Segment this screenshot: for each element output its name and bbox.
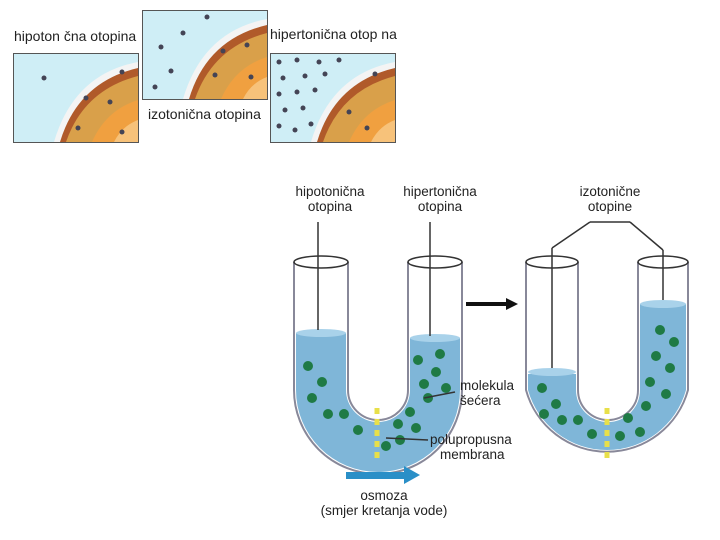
isotonic-panel bbox=[142, 10, 268, 100]
hypertonic-label: hipertonična otop na bbox=[270, 26, 397, 42]
process-arrow bbox=[466, 298, 518, 310]
osmosis-arrow bbox=[346, 466, 420, 484]
hypotonic-panel bbox=[13, 53, 139, 143]
sugar-molecule-label: molekula šećera bbox=[460, 378, 515, 408]
hypertonic-panel bbox=[270, 53, 396, 143]
membrane-label: polupropusna membrana bbox=[430, 432, 512, 462]
hypotonic-label: hipoton čna otopina bbox=[14, 28, 137, 44]
u-tube-after bbox=[525, 221, 689, 458]
isotonic-cell-diagram bbox=[152, 14, 267, 99]
u-tube-before bbox=[293, 222, 463, 475]
osmosis-label: osmoza (smjer kretanja vode) bbox=[320, 488, 448, 518]
isotonic-solutions-label: izotonične otopine bbox=[579, 184, 641, 214]
hypotonic-cell-diagram bbox=[41, 62, 138, 142]
hypertonic-cell-diagram bbox=[276, 57, 395, 142]
hypertonic-solution-label: hipertonična otopina bbox=[403, 184, 477, 214]
hypotonic-solution-label: hipotonična otopina bbox=[295, 184, 365, 214]
isotonic-label: izotonična otopina bbox=[148, 106, 261, 122]
